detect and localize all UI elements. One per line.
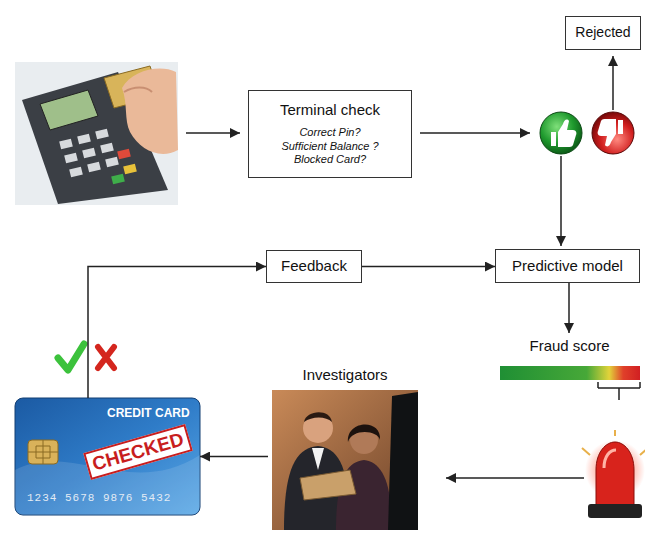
flow-arrow — [200, 456, 268, 458]
process-box: Feedback — [266, 250, 362, 283]
photo-ground — [15, 62, 178, 205]
flow-arrows — [598, 382, 640, 400]
alarm-siren — [596, 442, 634, 505]
check-item: Sufficient Balance ? — [281, 140, 378, 154]
approve-thumb — [551, 120, 576, 147]
bar-heading: Fraud score — [529, 337, 609, 356]
result-marks — [98, 347, 114, 368]
keypad — [77, 134, 91, 145]
keypad — [111, 174, 125, 185]
box-heading: Terminal check — [280, 101, 380, 120]
card-brand: CREDIT CARD — [107, 406, 190, 421]
reject-thumb — [598, 119, 623, 146]
flow-arrows — [420, 132, 530, 134]
reject-thumb — [592, 112, 634, 154]
investigators-photo — [303, 413, 333, 443]
result-marks — [58, 344, 84, 370]
keypad — [123, 164, 137, 175]
process-box: Terminal checkCorrect Pin?Sufficient Bal… — [248, 90, 412, 178]
finger-line — [124, 88, 152, 93]
credit-card-picture — [15, 398, 200, 515]
photo-group: Investigators — [268, 362, 422, 532]
investigators-photo — [272, 390, 418, 530]
keypad — [82, 148, 96, 159]
keypad — [59, 139, 73, 150]
investigators-photo — [300, 470, 356, 500]
keypad — [95, 129, 109, 140]
credit-card-picture — [15, 398, 200, 515]
keypad — [59, 129, 137, 185]
flow-arrows — [446, 477, 584, 479]
photo-heading: Investigators — [302, 366, 387, 385]
investigators-photo — [312, 448, 324, 470]
score-group: Fraud score — [498, 333, 641, 387]
fraud-score-bar — [500, 366, 640, 380]
approve-thumb — [540, 112, 582, 154]
investigators-photo — [348, 424, 380, 442]
investigators-photo — [388, 392, 418, 530]
credit-card: CREDIT CARD CHECKED 1234 5678 9876 5432 — [15, 398, 200, 515]
keypad — [64, 153, 78, 164]
investigators-photo — [304, 412, 332, 422]
check-item: Blocked Card? — [294, 153, 366, 167]
terminal-screen — [40, 90, 98, 130]
reject-thumb — [592, 112, 634, 154]
keypad — [105, 157, 119, 168]
keypad — [87, 162, 101, 173]
flow-arrows — [560, 156, 562, 246]
keypad — [69, 167, 83, 178]
flow-arrows — [186, 132, 240, 134]
keypad — [100, 143, 114, 154]
flow-arrows — [612, 56, 614, 110]
flow-arrow — [88, 267, 266, 399]
result-box: Rejected — [565, 16, 641, 50]
result-marks — [58, 344, 114, 370]
check-item: Correct Pin? — [299, 126, 360, 140]
credit-card-picture — [28, 440, 58, 464]
alarm-siren — [588, 504, 642, 518]
card-reader-photo — [15, 62, 178, 205]
alarm-siren — [604, 450, 616, 468]
process-box: Predictive model — [495, 249, 640, 283]
hand — [122, 69, 178, 154]
alarm-siren — [582, 430, 645, 455]
flow-arrow — [362, 266, 495, 268]
box-label: Rejected — [575, 24, 630, 42]
keypad — [117, 149, 131, 160]
alarm-siren — [582, 430, 645, 518]
credit-card-picture — [28, 440, 58, 464]
checked-stamp: CHECKED — [83, 424, 192, 480]
card-number: 1234 5678 9876 5432 — [27, 492, 171, 506]
box-label: Feedback — [281, 257, 347, 276]
investigators-photo — [272, 390, 418, 530]
approve-thumb — [540, 112, 582, 154]
flow-arrow — [568, 283, 570, 333]
box-label: Predictive model — [512, 257, 623, 276]
